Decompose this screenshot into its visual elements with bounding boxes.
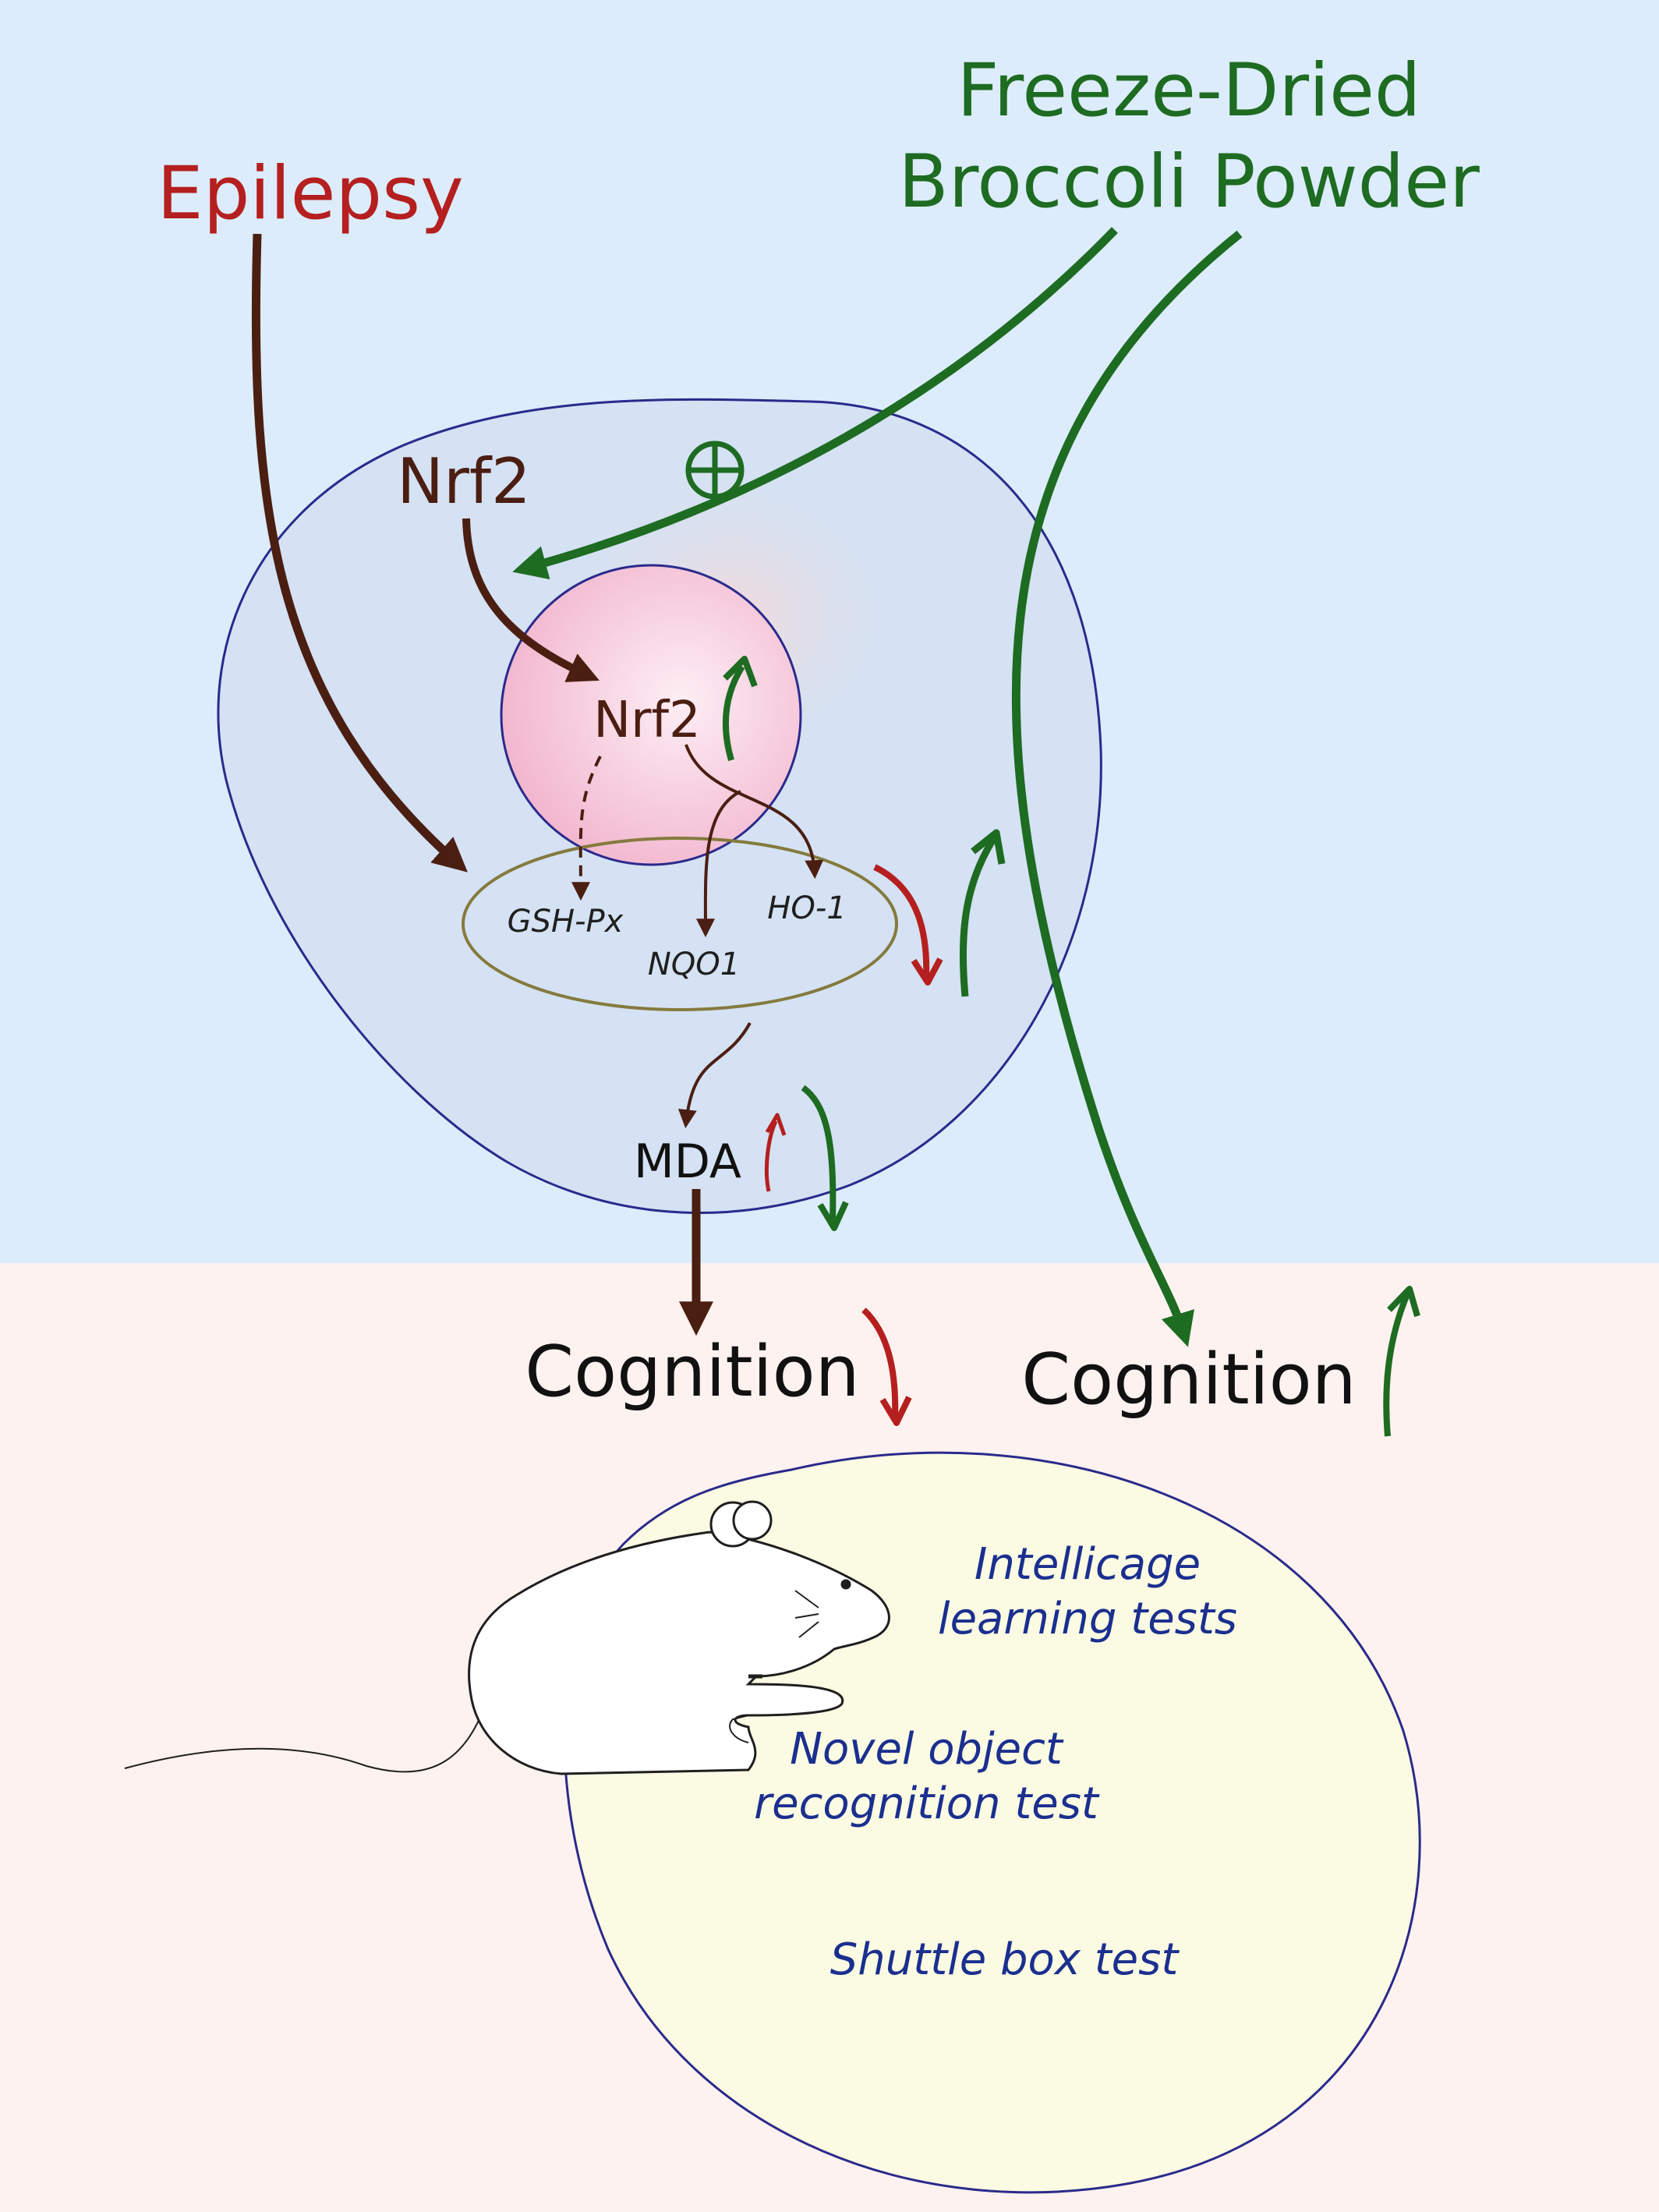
- test-intellicage-line2: learning tests: [938, 1594, 1237, 1644]
- test-shuttle-box: Shuttle box test: [830, 1934, 1180, 1985]
- up-arrow-icon: [959, 829, 1006, 997]
- disease-label: Epilepsy: [157, 151, 463, 236]
- gene-gshpx-label: GSH-Px: [508, 904, 624, 940]
- nrf2-nucleus-label: Nrf2: [593, 692, 700, 749]
- test-intellicage-line1: Intellicage: [975, 1539, 1201, 1590]
- down-arrow-icon: [801, 1085, 849, 1231]
- treatment-title-line2: Broccoli Powder: [898, 140, 1480, 225]
- nrf2-cytoplasm-label: Nrf2: [397, 445, 531, 518]
- cognition-increased-label: Cognition: [1021, 1339, 1356, 1421]
- up-arrow-icon: [764, 1113, 787, 1192]
- nrf2-to-ho1-arrow: [684, 744, 824, 879]
- broccoli-to-cognition-arrow: [1011, 230, 1243, 1347]
- mouse-icon: [124, 1500, 890, 1775]
- nrf2-translocation-arrow: [462, 518, 600, 682]
- test-novel-object-line1: Novel object: [790, 1724, 1064, 1775]
- up-arrow-icon: [1383, 1286, 1420, 1437]
- nrf2-to-gshpx-arrow: [571, 756, 602, 901]
- down-arrow-icon: [861, 1308, 912, 1426]
- gene-region: [462, 837, 898, 1011]
- plus-circle-icon: [685, 441, 745, 500]
- cognition-decreased-label: Cognition: [525, 1331, 859, 1413]
- gene-nqo1-label: NQO1: [648, 947, 740, 982]
- down-arrow-icon: [873, 864, 943, 986]
- mda-label: MDA: [634, 1134, 741, 1189]
- test-novel-object-line2: recognition test: [754, 1778, 1100, 1829]
- broccoli-to-nrf2-arrow: [512, 227, 1118, 580]
- nrf2-to-nqo1-arrow: [695, 790, 741, 938]
- treatment-title-line1: Freeze-Dried: [957, 48, 1420, 133]
- nucleus: [500, 564, 802, 866]
- up-arrow-icon: [722, 656, 758, 762]
- genes-to-mda-arrow: [677, 1022, 752, 1129]
- epilepsy-arrow: [251, 233, 468, 872]
- gene-ho1-label: HO-1: [767, 890, 846, 926]
